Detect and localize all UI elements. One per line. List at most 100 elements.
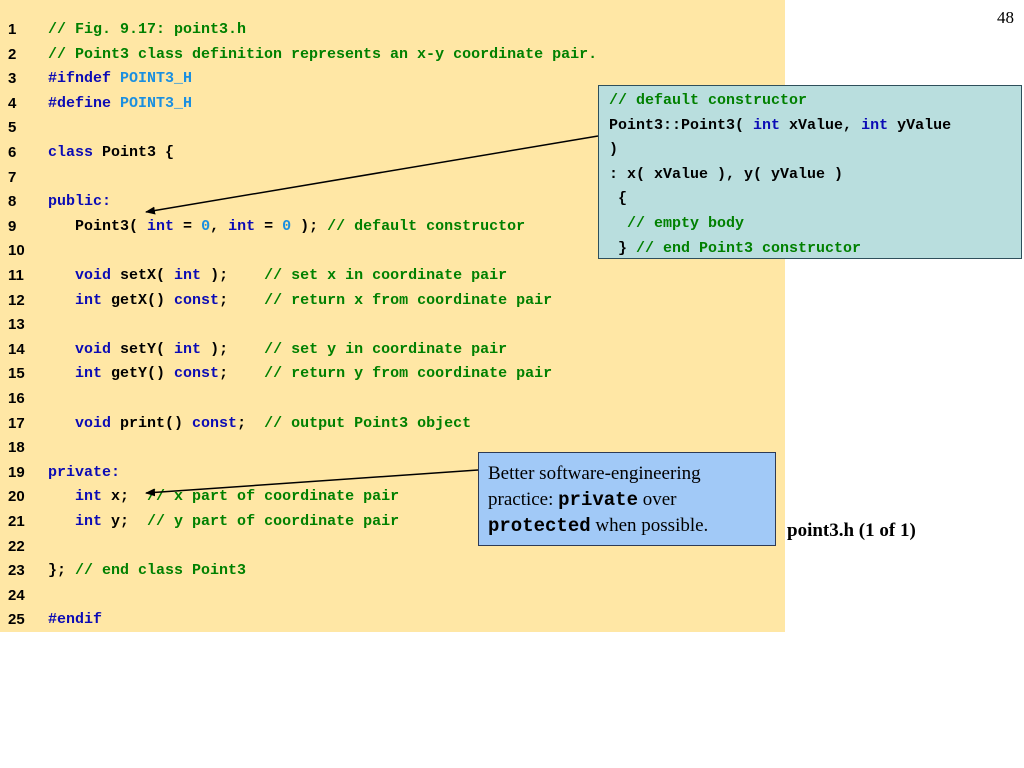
code-text: #define POINT3_H [48,92,192,116]
code-token: // return y from coordinate pair [264,365,553,383]
code-token: x; [102,488,148,506]
code-token: // return x from coordinate pair [264,291,553,309]
line-number: 22 [8,537,25,555]
code-token: int [861,116,889,134]
callout-code-line: // default constructor [609,89,807,113]
code-token: print() [111,414,193,432]
code-text: #ifndef POINT3_H [48,67,192,91]
callout-text: over [637,489,677,510]
code-token: // Point3 class definition represents an… [48,45,598,63]
code-token: #ifndef [48,70,121,88]
line-number: 25 [8,611,25,629]
code-token: const [174,291,220,309]
code-token: ; [237,414,265,432]
code-token: // set x in coordinate pair [264,267,508,284]
slide-number: 48 [997,8,1014,27]
code-text: // Fig. 9.17: point3.h [48,18,246,42]
code-token: // set y in coordinate pair [264,340,508,358]
code-token: #define [48,94,121,112]
code-token: // Fig. 9.17: point3.h [48,21,247,38]
code-token: int [147,217,175,235]
line-number: 3 [8,70,17,88]
code-token: ) [609,141,619,159]
code-token: // default constructor [609,92,808,109]
line-number: 7 [8,168,17,186]
line-number: 1 [8,21,17,38]
line-number: 19 [8,463,25,481]
code-token: int [75,365,103,383]
code-token: class [48,144,94,161]
code-token: int [228,217,256,235]
code-text: }; // end class Point3 [48,559,246,583]
code-token: // default constructor [327,217,526,235]
code-text: private: [48,461,120,485]
callout-keyword-protected: protected [488,515,591,537]
code-token: y; [102,513,148,530]
code-token: const [174,365,220,383]
line-number: 16 [8,390,25,407]
code-text: int getX() const; // return x from coord… [48,289,552,313]
code-token: { [609,190,628,208]
line-number: 5 [8,119,17,137]
code-token: // y part of coordinate pair [147,513,400,530]
code-token: // empty body [627,215,745,232]
code-token: setX( [111,267,175,284]
code-token: void [75,267,112,284]
code-text: class Point3 { [48,141,174,165]
line-number: 11 [8,267,24,284]
callout-text: Better software-engineering practice: [488,463,701,510]
private-callout: Better software-engineering practice: pr… [478,452,776,546]
arrow-to-private-member [145,469,479,497]
code-text: Point3( int = 0, int = 0 ); // default c… [48,215,525,239]
code-token: = [174,217,202,235]
code-token: int [753,116,781,134]
code-token: yValue [888,116,952,134]
line-number: 21 [8,513,25,530]
line-number: 18 [8,439,25,457]
code-text: void print() const; // output Point3 obj… [48,412,471,436]
code-token: 0 [201,217,211,235]
code-token: int [174,340,202,358]
line-number: 10 [8,242,25,260]
code-token: ; [219,365,265,383]
code-token: int [75,513,103,530]
line-number: 15 [8,365,25,383]
code-text: void setX( int ); // set x in coordinate… [48,264,507,288]
arrow-to-constructor [145,135,599,215]
code-token: Point3::Point3( [609,116,754,134]
code-token: }; [48,562,76,580]
line-number: 2 [8,45,17,63]
code-token: // output Point3 object [264,414,472,432]
line-number: 24 [8,586,25,604]
code-token: int [75,291,103,309]
code-token: xValue, [780,116,862,134]
line-number: 17 [8,414,25,432]
line-number: 4 [8,94,17,112]
code-token: ); [291,217,328,235]
code-text: int y; // y part of coordinate pair [48,510,399,534]
code-token: setY( [111,340,175,358]
code-token: = [255,217,283,235]
file-caption: point3.h (1 of 1) [787,520,916,541]
code-token: #endif [48,611,103,629]
code-token: void [75,414,112,432]
callout-text: when possible. [590,515,709,536]
code-token: Point3 { [93,144,175,161]
line-number: 14 [8,340,25,358]
code-token: private: [48,463,121,481]
code-text: void setY( int ); // set y in coordinate… [48,338,507,362]
code-token: ); [201,340,265,358]
code-text: public: [48,190,111,214]
code-token: } [609,239,637,257]
line-number: 9 [8,217,17,235]
line-number: 23 [8,562,25,580]
line-number: 8 [8,193,17,211]
line-number: 12 [8,291,25,309]
code-token: void [75,340,112,358]
code-token: // end Point3 constructor [636,239,862,257]
callout-code-line: // empty body [609,212,744,236]
callout-keyword-private: private [558,489,638,511]
code-token: public: [48,193,112,211]
